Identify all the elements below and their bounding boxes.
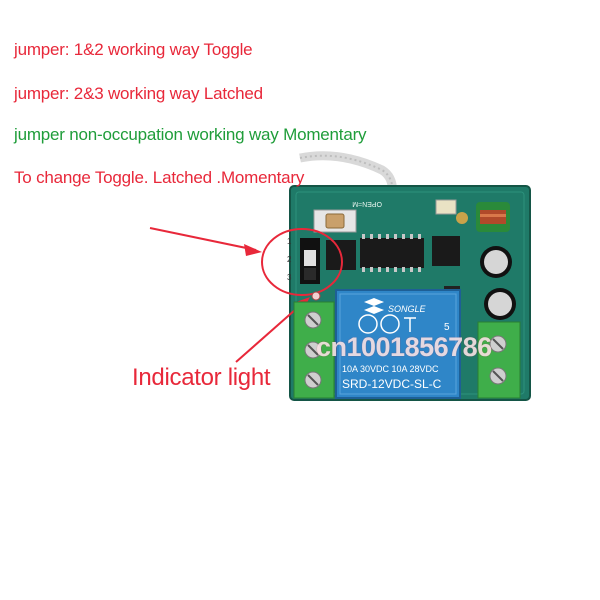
jumper-highlight-circle	[261, 228, 343, 296]
relay-model: SRD-12VDC-SL-C	[342, 377, 442, 391]
jumper-pin-1: 1	[287, 237, 292, 246]
indicator-light-label: Indicator light	[132, 364, 271, 391]
caption-change-mode: To change Toggle. Latched .Momentary	[14, 168, 305, 187]
caption-toggle: jumper: 1&2 working way Toggle	[14, 40, 253, 59]
jumper-pin-3: 3	[287, 273, 292, 282]
relay	[335, 289, 461, 399]
jumper-pin-2: 2	[287, 255, 292, 264]
relay-rating: 10A 30VDC 10A 28VDC	[342, 364, 439, 374]
jumper-arrow	[149, 227, 262, 256]
capacitor	[480, 246, 512, 278]
watermark: cn1001856786	[316, 332, 492, 362]
caption-momentary: jumper non-occupation working way Moment…	[14, 125, 367, 144]
relay-mark: 5	[444, 322, 450, 333]
capacitor	[484, 288, 516, 320]
caption-latched: jumper: 2&3 working way Latched	[14, 84, 263, 103]
rf-coil	[476, 202, 510, 232]
ic-chip-large	[360, 238, 424, 268]
jumper-header	[300, 238, 320, 284]
pcb-mark: OPEN=M	[352, 200, 382, 207]
terminal-block-right	[477, 321, 521, 399]
relay-brand: SONGLE	[388, 304, 427, 314]
terminal-block-left	[293, 301, 335, 399]
indicator-led	[311, 291, 321, 301]
learn-button	[313, 209, 357, 233]
